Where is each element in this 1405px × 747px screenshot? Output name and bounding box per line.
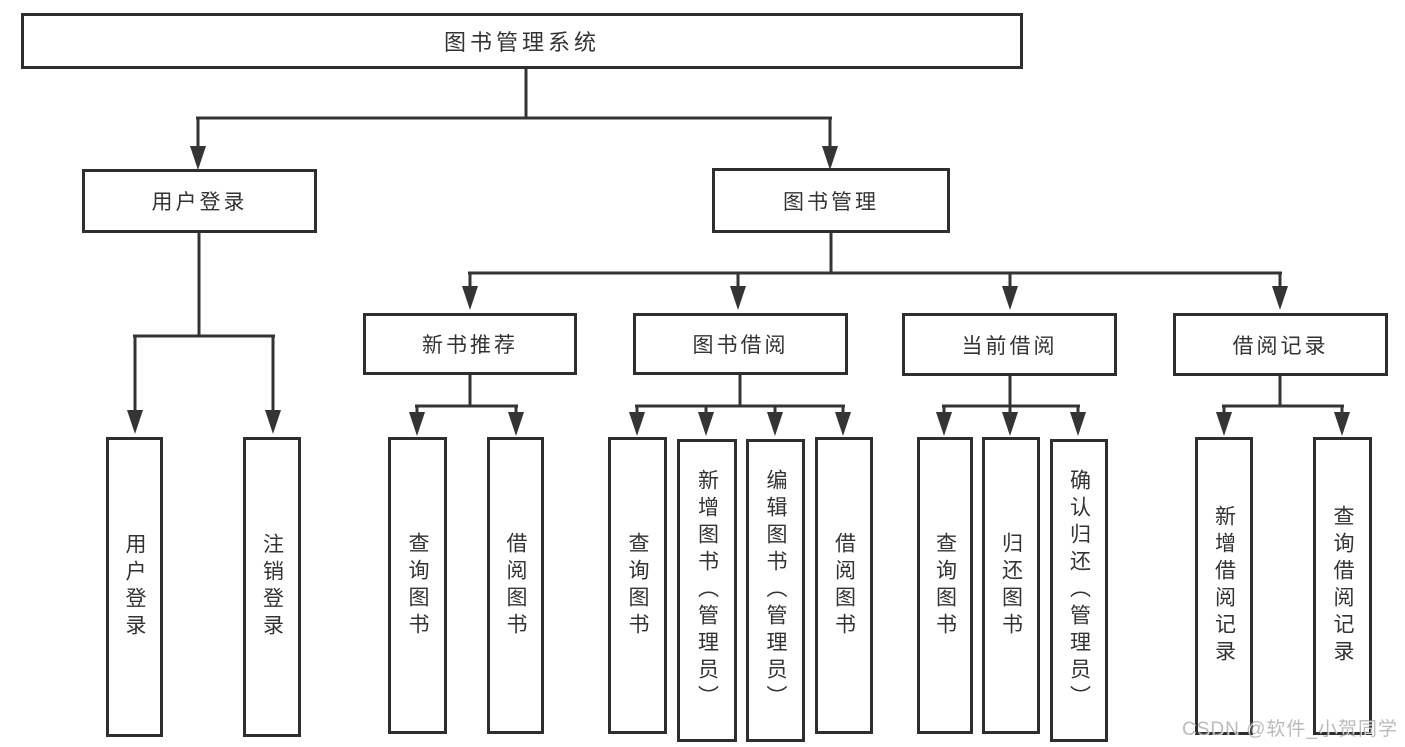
leaf-query-borrow-record: 查询借阅记录	[1313, 437, 1372, 735]
node-new-book-recommendation: 新书推荐	[363, 313, 577, 375]
node-user-login: 用户登录	[82, 169, 317, 233]
node-current-borrowing: 当前借阅	[902, 313, 1117, 376]
leaf-user-login: 用户登录	[106, 437, 163, 737]
node-borrowing-records: 借阅记录	[1173, 313, 1388, 376]
leaf-query-books-recommend: 查询图书	[388, 437, 447, 734]
leaf-return-books: 归还图书	[982, 437, 1040, 734]
node-book-borrowing: 图书借阅	[633, 313, 848, 375]
leaf-confirm-return-admin: 确认归还（管理员）	[1050, 439, 1108, 742]
leaf-edit-book-admin: 编辑图书（管理员）	[746, 439, 805, 742]
leaf-add-book-admin: 新增图书（管理员）	[677, 439, 737, 742]
leaf-add-borrow-record: 新增借阅记录	[1195, 437, 1253, 735]
leaf-borrow-books: 借阅图书	[815, 437, 873, 734]
leaf-logout: 注销登录	[243, 437, 301, 737]
leaf-query-books-borrowing: 查询图书	[608, 437, 667, 734]
watermark: CSDN @软件_小贺同学	[1182, 719, 1398, 740]
node-book-management: 图书管理	[712, 168, 950, 233]
leaf-query-books-current: 查询图书	[917, 437, 973, 734]
node-library-management-system: 图书管理系统	[21, 13, 1023, 69]
leaf-borrow-books-recommend: 借阅图书	[487, 437, 544, 734]
